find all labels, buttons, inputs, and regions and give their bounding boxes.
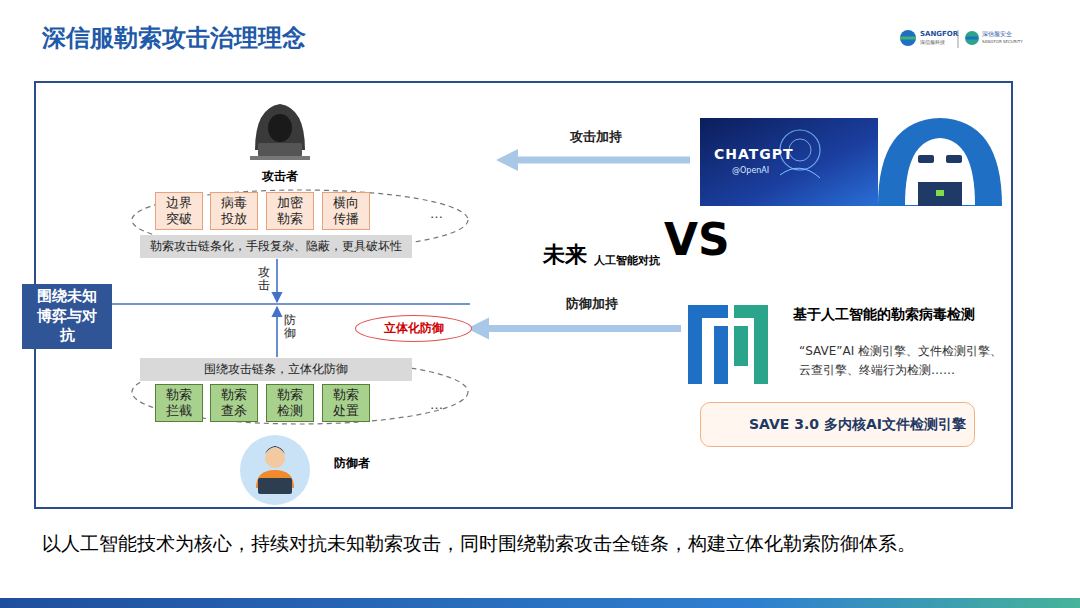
edge-label: 防御: [284, 314, 296, 340]
node-body-text: “SAVE”AI 检测引擎、文件检测引擎、云查引擎、终端行为检测……: [799, 342, 1003, 379]
ai-detection-block: 基于人工智能的勒索病毒检测 “SAVE”AI 检测引擎、文件检测引擎、云查引擎、终…: [683, 298, 1010, 394]
node-text: 横向传播: [332, 195, 360, 228]
node-text: 勒索拦截: [165, 387, 193, 420]
free-label: …: [430, 397, 443, 412]
node-text: SAVE 3.0 多内核AI文件检测引擎: [749, 416, 966, 434]
edge-label: 攻击加持: [570, 128, 622, 146]
support-arrow: [505, 157, 690, 164]
flow-arrow: [276, 259, 278, 302]
engine-box: SAVE 3.0 多内核AI文件检测引擎: [700, 402, 975, 447]
node-text: 勒索处置: [332, 387, 360, 420]
node-text: 围绕攻击链条，立体化防御: [204, 361, 348, 378]
attack-step-box: 加密勒索: [266, 192, 314, 230]
edge-label: 防御加持: [566, 295, 618, 313]
flow-arrow: [276, 307, 278, 357]
node-text: CHATGPT: [714, 146, 794, 162]
defender-figure: 防御者: [238, 433, 388, 507]
free-label: VS: [664, 218, 730, 262]
node-text: 加密勒索: [276, 195, 304, 228]
slide-title: 深信服勒索攻击治理理念: [42, 22, 306, 54]
attack-step-box: 病毒投放: [210, 192, 258, 230]
slide-caption: 以人工智能技术为核心，持续对抗未知勒索攻击，同时围绕勒索攻击全链条，构建立体化勒…: [42, 528, 972, 558]
node-text: 病毒投放: [220, 195, 248, 228]
defense-step-box: 勒索拦截: [155, 384, 203, 422]
callout-ellipse: 立体化防御: [355, 315, 472, 342]
side-label-box: 围绕未知博弈与对抗: [22, 284, 112, 349]
node-text: 基于人工智能的勒索病毒检测: [793, 306, 975, 324]
attacker-figure: 攻击者: [245, 95, 315, 185]
attack-step-box: 横向传播: [322, 192, 370, 230]
node-text: 勒索查杀: [220, 387, 248, 420]
free-label: 未来: [543, 240, 587, 270]
defense-step-box: 勒索查杀: [210, 384, 258, 422]
node-text: 勒索检测: [276, 387, 304, 420]
node-text: 防御者: [334, 455, 370, 472]
node-text: 边界突破: [165, 195, 193, 228]
attack-step-box: 边界突破: [155, 192, 203, 230]
chain-band: 围绕攻击链条，立体化防御: [140, 358, 412, 381]
node-text: 围绕未知博弈与对抗: [34, 287, 100, 346]
free-label: 深信服科技: [920, 39, 945, 45]
chatgpt-image: CHATGPT @OpenAI: [692, 112, 1008, 210]
free-label: 人工智能对抗: [594, 253, 660, 268]
node-text: 攻击者: [262, 168, 298, 185]
free-label: SANGFOR SECURITY: [982, 39, 1023, 44]
node-text: 勒索攻击链条化，手段复杂、隐蔽，更具破坏性: [150, 238, 402, 255]
node-text: 立体化防御: [384, 320, 444, 337]
defense-step-box: 勒索处置: [322, 384, 370, 422]
defense-step-box: 勒索检测: [266, 384, 314, 422]
edge-label: 攻击: [258, 266, 270, 292]
free-label: …: [430, 206, 443, 221]
chain-band: 勒索攻击链条化，手段复杂、隐蔽，更具破坏性: [140, 235, 412, 258]
free-label: SANGFOR: [920, 30, 958, 38]
free-label: 深信服安全: [982, 30, 1012, 39]
node-body-text: @OpenAI: [732, 166, 769, 175]
support-arrow: [476, 325, 681, 332]
